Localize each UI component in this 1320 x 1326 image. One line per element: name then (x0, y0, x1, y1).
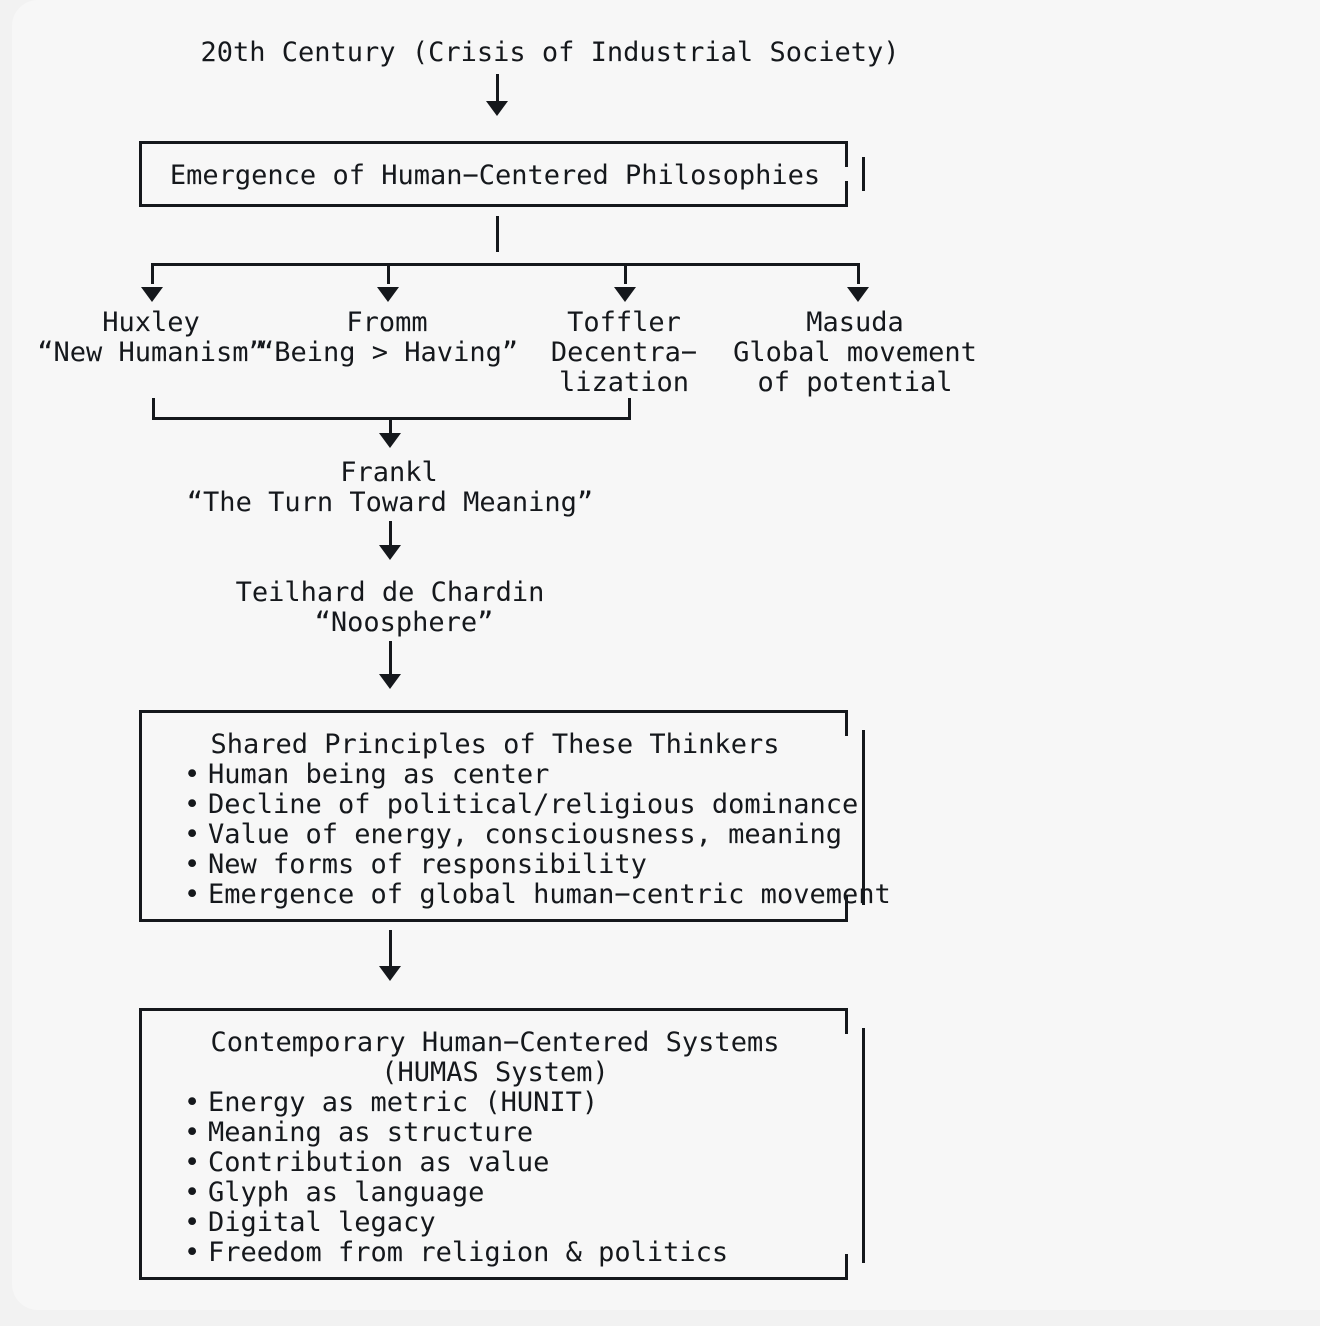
list-item: Digital legacy (142, 1208, 848, 1239)
frankl-quote: “The Turn Toward Meaning” (186, 487, 594, 518)
connector-teilhard-to-principles (389, 641, 392, 676)
list-item: Glyph as language (142, 1178, 848, 1209)
emergence-box-detached-bar (862, 157, 865, 191)
arrowhead-frankl (379, 433, 401, 448)
thinker-detail-huxley-1: “New Humanism” (37, 337, 265, 368)
shared-principles-list: Human being as center Decline of politic… (142, 760, 891, 911)
branch-stub-toffler (624, 263, 627, 284)
shared-principles-box: Shared Principles of These Thinkers Huma… (139, 710, 891, 922)
box-right-stub-bottom (845, 181, 848, 207)
branch-stub-masuda (857, 263, 860, 284)
connector-frankl-to-teilhard (389, 521, 392, 546)
box-right-stub-top (845, 710, 848, 736)
teilhard-quote: “Noosphere” (314, 607, 494, 638)
thinker-detail-toffler-2: lization (558, 367, 690, 398)
merge-stem-to-frankl (389, 417, 392, 436)
thinker-detail-toffler-1: Decentra− (550, 337, 698, 368)
arrowhead-fromm (377, 287, 399, 302)
humas-detached-bar (862, 1028, 865, 1263)
thinker-name-fromm: Fromm (346, 307, 428, 338)
list-item: New forms of responsibility (142, 850, 848, 881)
connector-emergence-to-branches (496, 216, 499, 252)
arrowhead-humas (379, 966, 401, 981)
humas-title-line2: (HUMAS System) (381, 1057, 609, 1088)
list-item: Emergence of global human−centric moveme… (142, 880, 891, 911)
arrowhead-masuda (847, 287, 869, 302)
list-item: Freedom from religion & politics (142, 1238, 848, 1269)
branch-stub-huxley (151, 263, 154, 284)
thinker-detail-masuda-2: of potential (757, 367, 953, 398)
arrowhead-shared-principles (379, 674, 401, 689)
list-item: Contribution as value (142, 1148, 848, 1179)
arrowhead-root-to-emergence (486, 101, 508, 116)
arrowhead-teilhard (379, 545, 401, 560)
arrowhead-toffler (614, 287, 636, 302)
root-label: 20th Century (Crisis of Industrial Socie… (200, 37, 900, 68)
list-item: Meaning as structure (142, 1118, 848, 1149)
merge-stub-toffler (628, 398, 631, 420)
branch-distribution-bar (151, 263, 860, 266)
shared-principles-detached-bar (862, 730, 865, 905)
humas-title-line1: Contemporary Human−Centered Systems (210, 1027, 780, 1058)
list-item: Value of energy, consciousness, meaning (142, 820, 848, 851)
list-item: Decline of political/religious dominance (142, 790, 858, 821)
teilhard-name: Teilhard de Chardin (235, 577, 545, 608)
emergence-box: Emergence of Human−Centered Philosophies (139, 141, 848, 207)
thinker-name-toffler: Toffler (567, 307, 681, 338)
shared-principles-title: Shared Principles of These Thinkers (210, 729, 780, 760)
box-right-stub-top (845, 1008, 848, 1034)
connector-principles-to-humas (389, 930, 392, 968)
arrowhead-huxley (141, 287, 163, 302)
thinker-name-huxley: Huxley (102, 307, 200, 338)
frankl-name: Frankl (340, 457, 438, 488)
list-item: Human being as center (142, 760, 848, 791)
thinker-detail-fromm-1: “Being > Having” (258, 337, 519, 368)
list-item: Energy as metric (HUNIT) (142, 1088, 848, 1119)
branch-stub-fromm (387, 263, 390, 284)
thinker-detail-masuda-1: Global movement (733, 337, 977, 368)
humas-list: Energy as metric (HUNIT) Meaning as stru… (142, 1088, 848, 1269)
box-right-stub-top (845, 141, 848, 167)
humas-box: Contemporary Human−Centered Systems (HUM… (139, 1008, 848, 1280)
emergence-box-label: Emergence of Human−Centered Philosophies (169, 160, 821, 191)
merge-stub-huxley (152, 398, 155, 420)
connector-root-to-emergence (496, 74, 499, 104)
thinker-name-masuda: Masuda (806, 307, 904, 338)
